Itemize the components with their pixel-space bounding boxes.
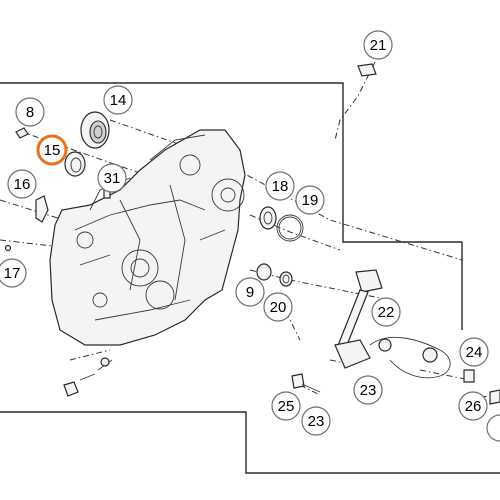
- part-24-bolt: [463, 369, 475, 383]
- callout: 31: [97, 163, 127, 193]
- part-16-clip: [35, 195, 49, 223]
- screws-lower-left: [63, 357, 113, 397]
- svg-text:23: 23: [308, 413, 325, 430]
- callout: 26: [458, 391, 488, 421]
- part-17-screw: [4, 244, 12, 252]
- callout: 14: [103, 85, 133, 115]
- svg-text:23: 23: [360, 382, 377, 399]
- callout: 9: [235, 277, 265, 307]
- svg-text:17: 17: [4, 265, 21, 282]
- svg-text:18: 18: [272, 178, 289, 195]
- part-15-seal: [64, 151, 86, 177]
- callout: 23: [301, 406, 331, 436]
- callout: 17: [0, 258, 27, 288]
- callout: 16: [7, 169, 37, 199]
- svg-text:8: 8: [26, 104, 34, 121]
- svg-text:14: 14: [110, 92, 127, 109]
- part-9-20-seals: [256, 263, 293, 287]
- crankcase-housing: [49, 129, 246, 346]
- callout-highlighted: 15: [36, 134, 68, 166]
- svg-text:21: 21: [370, 37, 387, 54]
- svg-text:31: 31: [104, 170, 121, 187]
- svg-text:16: 16: [14, 176, 31, 193]
- part-25-bolt: [291, 373, 305, 389]
- callout-cropped: [486, 414, 500, 442]
- callout: 23: [353, 375, 383, 405]
- svg-text:15: 15: [44, 142, 61, 159]
- frame-outline: [0, 82, 500, 474]
- part-21-sleeve: [357, 63, 377, 77]
- callout: 20: [263, 292, 293, 322]
- svg-text:9: 9: [246, 284, 254, 301]
- callout: 22: [371, 297, 401, 327]
- svg-text:19: 19: [302, 192, 319, 209]
- callout: 25: [271, 391, 301, 421]
- svg-text:24: 24: [466, 344, 483, 361]
- svg-text:20: 20: [270, 299, 287, 316]
- callout: 19: [295, 185, 325, 215]
- part-22-lever-assembly: [334, 269, 451, 379]
- callout: 24: [459, 337, 489, 367]
- part-14-bearing: [80, 111, 110, 149]
- part-26-bolt: [489, 389, 500, 405]
- part-8-pin: [15, 127, 29, 139]
- svg-text:22: 22: [378, 304, 395, 321]
- callout: 21: [363, 30, 393, 60]
- callout: 18: [265, 171, 295, 201]
- part-18-19-rings: [259, 206, 304, 242]
- part-23-bolt: [301, 383, 321, 393]
- svg-text:26: 26: [465, 398, 482, 415]
- callout: 8: [15, 97, 45, 127]
- svg-text:25: 25: [278, 398, 295, 415]
